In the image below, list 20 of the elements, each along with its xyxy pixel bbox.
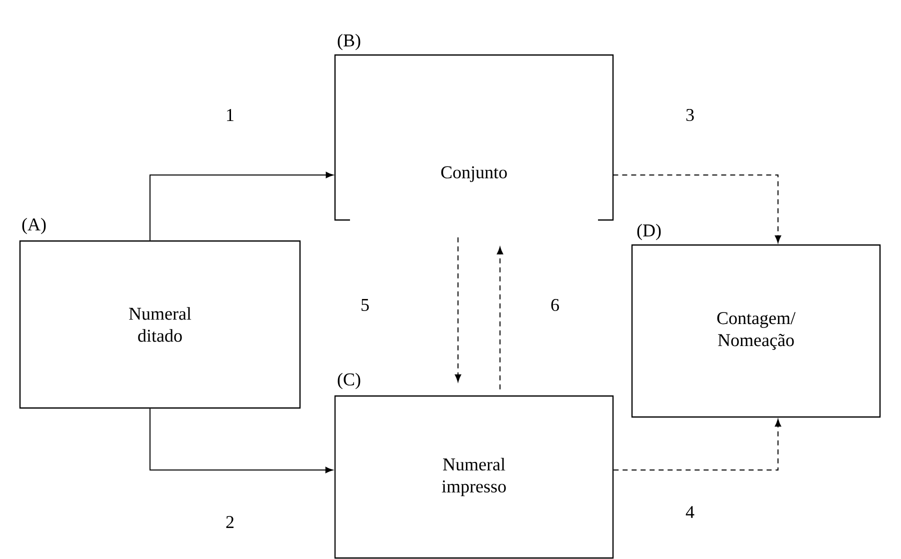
box-letter: (B): [338, 34, 360, 50]
box-letter: (D): [637, 224, 661, 240]
open-box: Conjunto: [334, 54, 614, 221]
edge-label: 2: [224, 515, 236, 529]
box-letter: (C): [338, 372, 360, 390]
box: Contagem/ Nomeação: [631, 244, 881, 418]
arrow: [150, 172, 334, 241]
edge-label: 1: [224, 108, 236, 122]
edge-label: 5: [360, 298, 370, 312]
arrow: [612, 174, 782, 243]
arrow: [613, 419, 782, 470]
arrow: [454, 236, 462, 382]
box-letter: (A): [22, 218, 46, 234]
arrow: [496, 246, 504, 390]
edge-label: 6: [550, 298, 560, 312]
box: Numeral ditado: [19, 240, 301, 409]
arrow: [150, 408, 333, 474]
edge-label: 3: [684, 108, 696, 122]
edge-label: 4: [684, 505, 696, 519]
box: Numeral impresso: [334, 395, 614, 559]
